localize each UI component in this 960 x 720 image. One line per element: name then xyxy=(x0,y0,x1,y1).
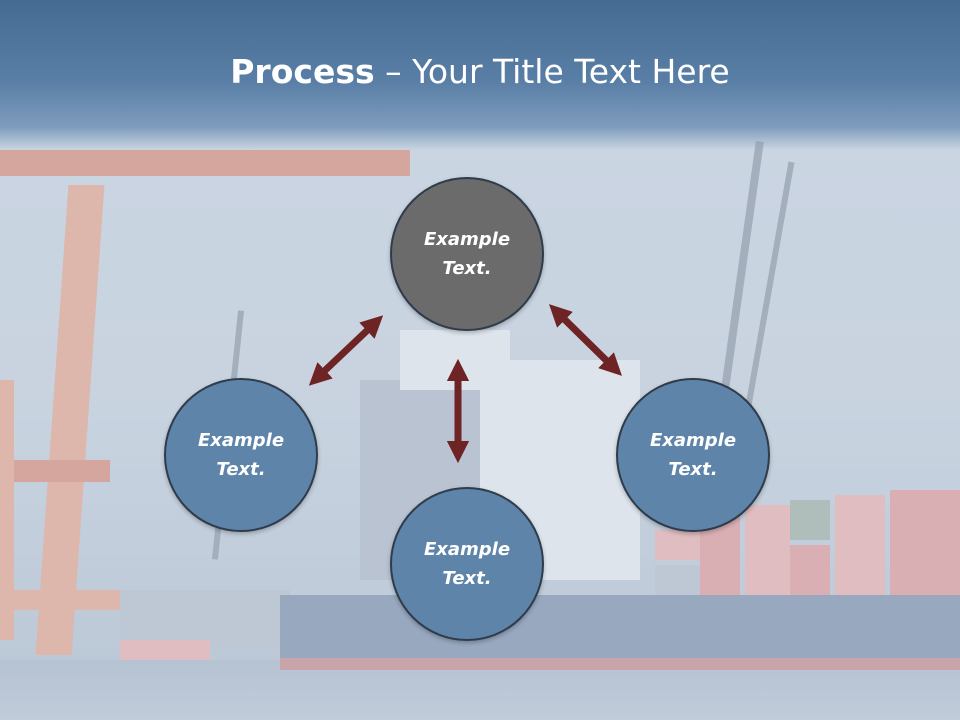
node-label: Example Text. xyxy=(423,229,511,279)
process-node-top[interactable]: Example Text. xyxy=(390,177,544,331)
title-bar: Process – Your Title Text Here xyxy=(0,0,960,150)
arrow-top-left xyxy=(308,315,384,386)
slide-title[interactable]: Process – Your Title Text Here xyxy=(0,52,960,91)
process-node-right[interactable]: Example Text. xyxy=(616,378,770,532)
process-node-bottom[interactable]: Example Text. xyxy=(390,487,544,641)
node-label: Example Text. xyxy=(649,430,737,480)
node-label: Example Text. xyxy=(423,539,511,589)
arrow-top-right xyxy=(549,304,622,376)
node-label: Example Text. xyxy=(197,430,285,480)
process-node-left[interactable]: Example Text. xyxy=(164,378,318,532)
title-bold-part: Process xyxy=(230,52,375,91)
title-rest-part: – Your Title Text Here xyxy=(374,52,730,91)
